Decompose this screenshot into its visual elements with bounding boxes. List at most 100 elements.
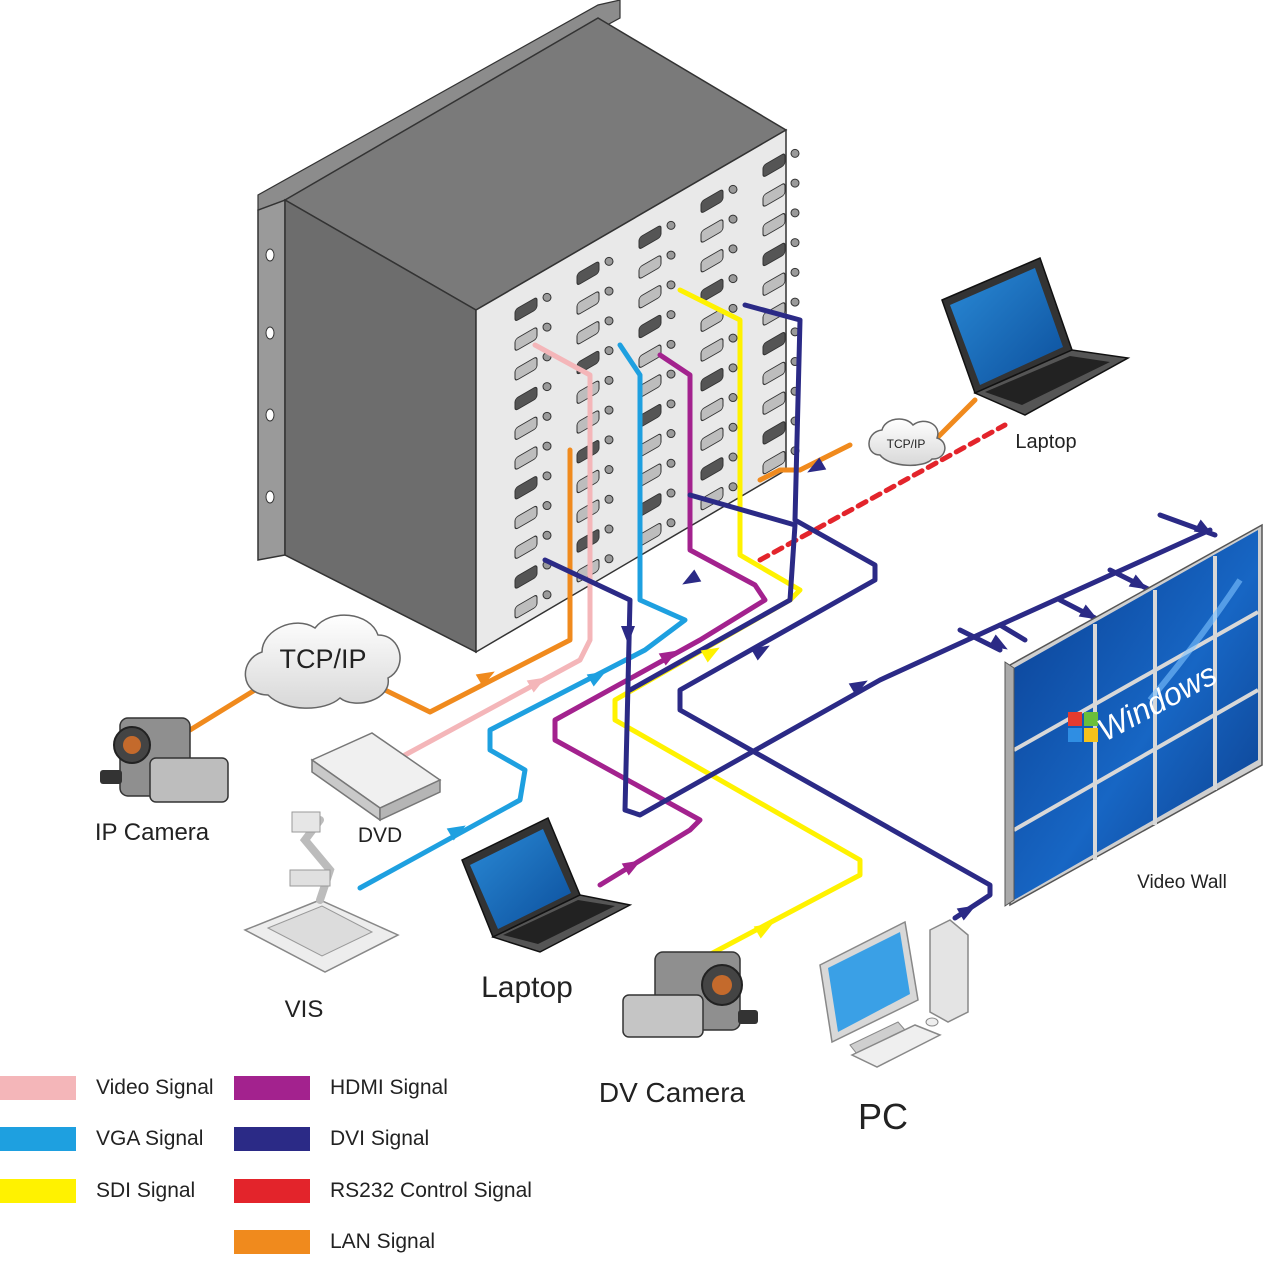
legend-swatch [0,1179,76,1203]
laptop-right-label: Laptop [1015,431,1076,453]
port-bnc [542,322,552,332]
port-bnc [666,250,676,260]
cable-arrow [848,680,868,696]
port-bnc [728,363,738,373]
port-bnc [666,220,676,230]
port-connector [514,535,538,559]
port-bnc [790,267,800,277]
port-connector [762,391,786,415]
port-connector [700,397,724,422]
cable-arrow [586,671,606,687]
port-bnc [790,148,800,158]
port-bnc [728,184,738,194]
port-bnc [666,518,676,528]
dv-camera-icon [622,951,758,1038]
port-bnc [542,501,552,511]
port-bnc [542,292,552,302]
port-bnc [604,435,614,445]
port-bnc [542,382,552,392]
port-connector [638,225,662,249]
port-connector [514,297,538,321]
port-bnc [604,405,614,415]
legend-swatch [234,1230,310,1254]
port-connector [762,272,786,296]
legend-swatch [234,1179,310,1203]
legend-item-dvi: DVI Signal [234,1127,429,1151]
port-bnc [728,482,738,492]
port-connector [514,446,538,470]
port-connector [514,565,538,589]
cable-arrow [526,677,546,693]
port-connector [762,183,786,207]
port-bnc [604,286,614,296]
port-bnc [604,465,614,475]
video-wall: Windows [1004,523,1263,907]
port-bnc [666,369,676,379]
port-bnc [542,471,552,481]
port-bnc [604,554,614,564]
port-connector [700,427,724,451]
port-bnc [790,208,800,218]
vis-label: VIS [285,996,324,1023]
legend-swatch [234,1127,310,1151]
port-connector [514,357,538,381]
port-connector [576,261,600,285]
port-bnc [604,346,614,356]
cable-arrow [807,457,827,473]
port-bnc [604,256,614,266]
port-bnc [666,399,676,409]
legend-label: RS232 Control Signal [330,1179,532,1202]
pc-icon [819,919,969,1068]
cable-arrow [1193,519,1213,535]
legend-item-video: Video Signal [0,1076,214,1100]
port-bnc [604,494,614,504]
legend-swatch [0,1076,76,1100]
ip-camera-icon [100,717,229,803]
port-bnc [604,316,614,326]
port-bnc [666,429,676,439]
port-connector [514,327,538,351]
port-connector [762,153,786,177]
port-connector [514,505,538,530]
port-connector [762,242,786,267]
cable-arrow [988,634,1008,650]
cable-arrow [956,905,976,921]
cloud-icon-large: TCP/IP [244,614,401,709]
port-connector [514,595,538,619]
port-connector [762,361,786,386]
cable-arrow [446,825,466,841]
visualizer-icon [243,811,400,973]
cloud-icon-small: TCP/IP [868,418,946,466]
dvd-player-icon [310,732,442,822]
port-connector [638,255,662,279]
legend-label: DVI Signal [330,1127,430,1150]
legend-item-rs232: RS232 Control Signal [234,1179,532,1203]
port-bnc [728,452,738,462]
port-connector [576,291,600,315]
cable-arrow [682,569,702,585]
port-bnc [790,238,800,248]
cable-arrow [700,647,720,663]
legend-label: SDI Signal [96,1179,196,1202]
lan-cable-ip-camera [187,447,573,733]
ip-camera-label: IP Camera [95,819,210,846]
video-cable [402,342,593,758]
port-bnc [666,488,676,498]
cable-arrow [621,626,635,644]
port-bnc [728,393,738,403]
port-connector [700,368,724,392]
legend-item-vga: VGA Signal [0,1127,203,1151]
port-bnc [542,411,552,421]
port-connector [762,450,786,475]
dvd-label: DVD [358,824,402,847]
port-connector [762,421,786,445]
legend-item-sdi: SDI Signal [0,1179,195,1203]
legend-label: VGA Signal [96,1127,204,1150]
port-connector [638,344,662,368]
port-connector [700,249,724,273]
signal-cables [187,287,1218,968]
port-connector [700,338,724,362]
port-bnc [542,441,552,451]
